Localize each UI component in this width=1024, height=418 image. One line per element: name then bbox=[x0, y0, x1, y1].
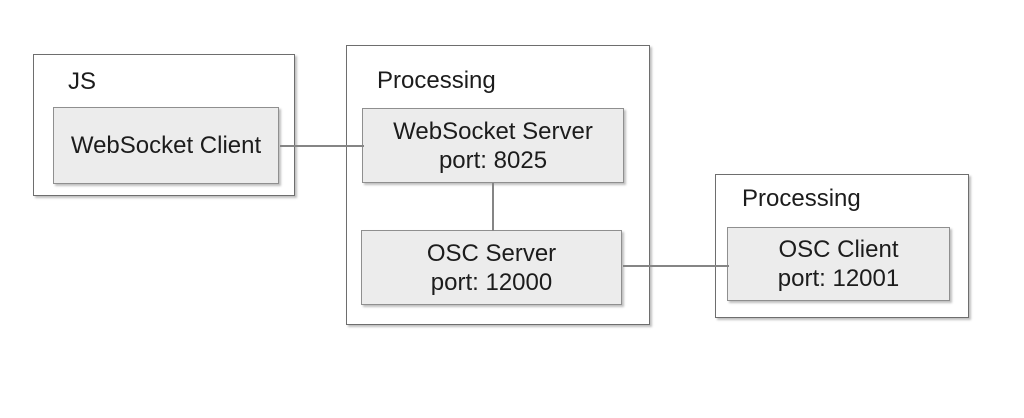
node-websocket-server-title: WebSocket Server bbox=[393, 117, 593, 145]
node-websocket-client: WebSocket Client bbox=[53, 107, 279, 184]
container-processing-right: Processing OSC Client port: 12001 bbox=[715, 174, 969, 318]
container-processing-right-label: Processing bbox=[742, 185, 861, 212]
node-osc-client-port: port: 12001 bbox=[777, 265, 900, 292]
edge-osc-server-to-osc-client bbox=[623, 265, 729, 267]
node-osc-server: OSC Server port: 12000 bbox=[361, 230, 622, 305]
container-js: JS WebSocket Client bbox=[33, 54, 295, 196]
node-osc-server-port: port: 12000 bbox=[430, 268, 553, 296]
edge-websocket-server-to-osc-server bbox=[492, 183, 494, 231]
container-js-label: JS bbox=[68, 68, 97, 95]
node-osc-client-title: OSC Client bbox=[778, 236, 899, 263]
container-processing-middle: Processing WebSocket Server port: 8025 O… bbox=[346, 45, 650, 325]
node-osc-client: OSC Client port: 12001 bbox=[727, 227, 950, 301]
node-websocket-client-title: WebSocket Client bbox=[70, 132, 262, 159]
node-websocket-server-port: port: 8025 bbox=[438, 146, 548, 174]
container-processing-middle-label: Processing bbox=[377, 67, 496, 94]
edge-websocket-client-to-websocket-server bbox=[280, 145, 364, 147]
node-websocket-server: WebSocket Server port: 8025 bbox=[362, 108, 624, 183]
node-osc-server-title: OSC Server bbox=[426, 239, 557, 267]
